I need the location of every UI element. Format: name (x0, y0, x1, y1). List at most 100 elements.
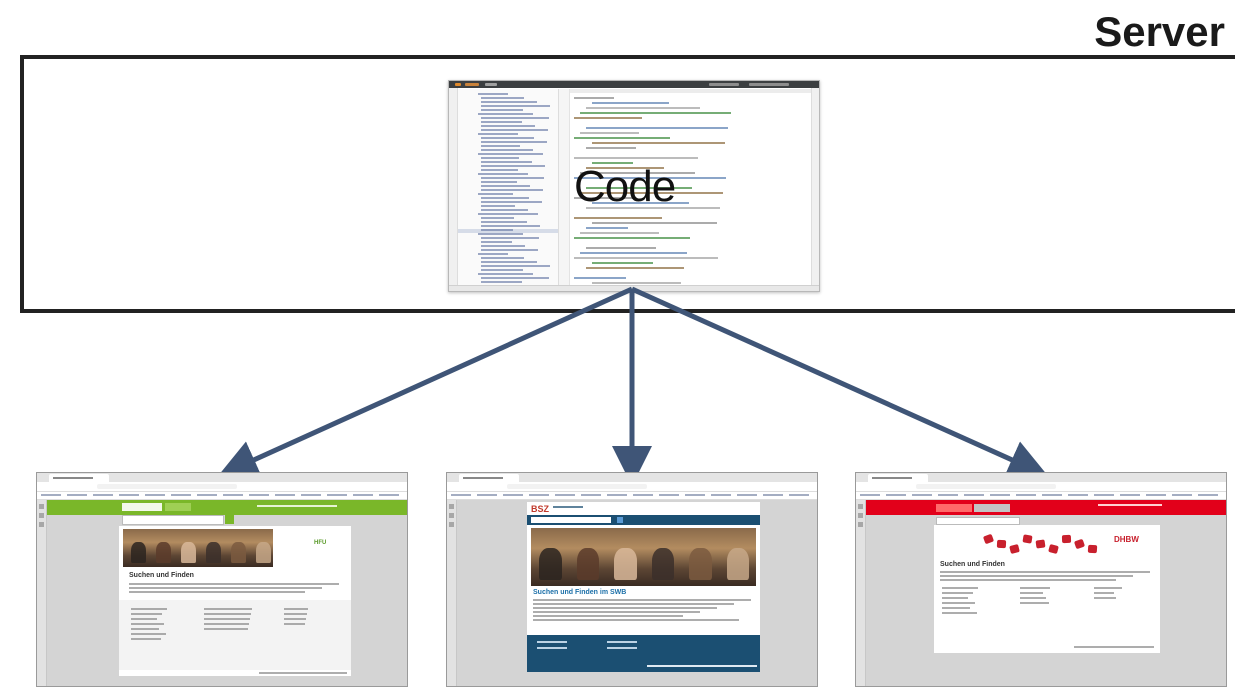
bookmark-item[interactable] (145, 494, 165, 496)
bookmark-item[interactable] (1146, 494, 1166, 496)
bookmark-item[interactable] (685, 494, 705, 496)
code-line (586, 147, 636, 149)
bookmark-item[interactable] (451, 494, 471, 496)
bookmark-item[interactable] (1172, 494, 1192, 496)
text-line (940, 571, 1150, 573)
arrow-left (217, 286, 634, 478)
bookmark-item[interactable] (67, 494, 87, 496)
bookmark-item[interactable] (1198, 494, 1218, 496)
text-line (204, 628, 248, 630)
tree-row (478, 253, 508, 255)
bookmark-item[interactable] (1068, 494, 1088, 496)
text-line (204, 618, 250, 620)
tab-title (463, 477, 503, 479)
code-line (574, 97, 614, 99)
text-line (284, 623, 305, 625)
browser-tab[interactable] (459, 474, 519, 482)
bookmark-item[interactable] (327, 494, 347, 496)
bookmark-item[interactable] (119, 494, 139, 496)
bookmark-item[interactable] (789, 494, 809, 496)
bookmark-item[interactable] (379, 494, 399, 496)
text-line (1020, 602, 1049, 604)
tree-row (481, 277, 549, 279)
tree-row (481, 125, 535, 127)
tree-row (481, 245, 525, 247)
ide-right-strip (811, 88, 819, 286)
bookmark-item[interactable] (503, 494, 523, 496)
chair-shape (1035, 539, 1046, 549)
browser-side-strip (37, 500, 47, 686)
code-line (592, 102, 669, 104)
tree-row (478, 133, 518, 135)
search-button[interactable] (225, 515, 234, 524)
bookmark-item[interactable] (529, 494, 549, 496)
bookmark-item[interactable] (93, 494, 113, 496)
text-line (533, 611, 700, 613)
bookmark-item[interactable] (886, 494, 906, 496)
bookmark-item[interactable] (477, 494, 497, 496)
tree-row (478, 193, 513, 195)
bookmark-item[interactable] (990, 494, 1010, 496)
bookmark-item[interactable] (353, 494, 373, 496)
bookmark-item[interactable] (763, 494, 783, 496)
bookmark-item[interactable] (860, 494, 880, 496)
text-line (942, 612, 977, 614)
bookmark-item[interactable] (711, 494, 731, 496)
bookmark-item[interactable] (912, 494, 932, 496)
browser-side-strip (856, 500, 866, 686)
text-line (284, 613, 307, 615)
address-field[interactable] (97, 484, 237, 489)
bookmark-item[interactable] (223, 494, 243, 496)
text-line (131, 613, 162, 615)
browser-tab[interactable] (49, 474, 109, 482)
code-line (580, 232, 659, 234)
tree-row (481, 181, 517, 183)
bookmark-item[interactable] (1120, 494, 1140, 496)
search-tab (122, 503, 162, 511)
bookmark-item[interactable] (171, 494, 191, 496)
bookmark-item[interactable] (1042, 494, 1062, 496)
bookmark-item[interactable] (275, 494, 295, 496)
bookmark-item[interactable] (301, 494, 321, 496)
search-input[interactable] (531, 517, 611, 523)
tree-row (481, 121, 522, 123)
photo-figure (614, 548, 637, 581)
address-field[interactable] (507, 484, 647, 489)
code-line (586, 107, 700, 109)
bookmark-item[interactable] (249, 494, 269, 496)
chair-shape (1048, 543, 1059, 555)
bookmark-item[interactable] (607, 494, 627, 496)
search-button[interactable] (617, 517, 623, 523)
search-input[interactable] (936, 517, 1020, 525)
bookmark-item[interactable] (964, 494, 984, 496)
bookmark-item[interactable] (197, 494, 217, 496)
tree-row (481, 129, 548, 131)
tree-row (481, 189, 543, 191)
bookmark-item[interactable] (1016, 494, 1036, 496)
photo-figure (131, 542, 146, 564)
chair-shape (1009, 544, 1020, 554)
browser-tab[interactable] (868, 474, 928, 482)
bookmark-item[interactable] (938, 494, 958, 496)
bookmark-item[interactable] (737, 494, 757, 496)
chair-shape (1073, 538, 1086, 550)
site-logo: HFU (314, 540, 327, 546)
bookmark-item[interactable] (633, 494, 653, 496)
page-heading: Suchen und Finden (940, 561, 1005, 568)
server-box (20, 55, 1235, 313)
side-icon (858, 504, 863, 509)
footer-link (537, 641, 567, 643)
bookmark-item[interactable] (555, 494, 575, 496)
tree-row (481, 249, 538, 251)
bookmark-item[interactable] (1094, 494, 1114, 496)
bookmark-item[interactable] (581, 494, 601, 496)
bookmark-item[interactable] (41, 494, 61, 496)
bookmark-item[interactable] (659, 494, 679, 496)
link-area (119, 600, 351, 670)
address-field[interactable] (916, 484, 1056, 489)
search-input[interactable] (122, 515, 224, 525)
search-tab (165, 503, 191, 511)
